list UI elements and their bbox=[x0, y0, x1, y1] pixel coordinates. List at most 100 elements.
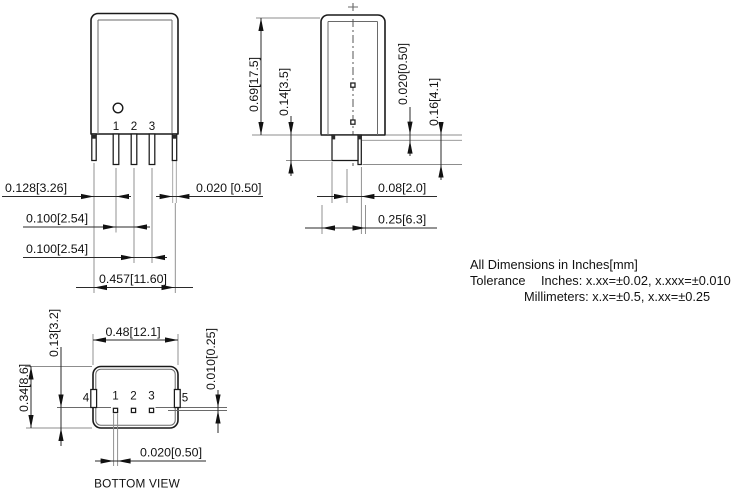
side-tab bbox=[331, 134, 359, 162]
bottom-view-title: BOTTOM VIEW bbox=[94, 477, 181, 491]
arrowhead bbox=[103, 224, 116, 230]
dim-label: 0.34[8.6] bbox=[17, 364, 31, 412]
dim-label: 0.010[0.25] bbox=[204, 328, 218, 390]
dim-side-standoff: 0.020[0.50] bbox=[396, 43, 413, 156]
arrowhead bbox=[58, 394, 64, 408]
side-standoff-notch-left bbox=[332, 135, 336, 140]
side-standoff-notch-right bbox=[357, 135, 362, 140]
dim-front-overall-width: 0.457[11.60] bbox=[76, 272, 193, 291]
dim-front-tab-width: 0.020 [0.50] bbox=[156, 181, 263, 200]
bottom-pin-2-pad bbox=[130, 407, 137, 414]
arrowhead bbox=[215, 394, 221, 408]
dim-label: 0.020[0.50] bbox=[396, 43, 410, 105]
notes-tolerance-label: Tolerance bbox=[470, 273, 526, 288]
dim-label: 0.08[2.0] bbox=[378, 181, 426, 195]
dim-label: 0.69[17.5] bbox=[247, 57, 261, 112]
arrowhead bbox=[288, 160, 294, 174]
front-view-dimensions: 0.128[3.26] 0.020 [0.50] 0.100[2.54] 0.1… bbox=[2, 163, 263, 293]
dim-side-height: 0.69[17.5] bbox=[247, 18, 264, 135]
pin1-indicator-circle bbox=[112, 102, 124, 114]
dim-label: 0.100[2.54] bbox=[26, 212, 88, 226]
front-left-tab bbox=[91, 133, 97, 162]
arrowhead bbox=[334, 193, 347, 200]
bottom-pin-label-5: 5 bbox=[182, 392, 188, 405]
dim-label: 0.16[4.1] bbox=[427, 78, 441, 126]
front-left-tab-standoff-notch bbox=[91, 134, 97, 139]
arrowhead bbox=[322, 225, 335, 231]
side-body-outline bbox=[320, 14, 386, 136]
bottom-pin-3-pad bbox=[148, 407, 155, 414]
arrowhead bbox=[215, 410, 221, 424]
bottom-view-dimensions: 0.48[12.1] 0.13[3.2] 0.34[8.6] 0.010[0.2… bbox=[17, 309, 221, 466]
arrowhead bbox=[81, 193, 94, 200]
side-view-dimensions: 0.69[17.5] 0.14[3.5] 0.020[0.50] 0.16[4.… bbox=[247, 17, 462, 234]
arrowhead bbox=[407, 121, 413, 135]
dim-bottom-width: 0.48[12.1] bbox=[93, 325, 178, 343]
dim-label: 0.13[3.2] bbox=[47, 309, 61, 357]
notes-block: All Dimensions in Inches[mm] Tolerance I… bbox=[470, 257, 731, 304]
side-view bbox=[320, 3, 386, 166]
arrowhead bbox=[58, 428, 64, 441]
arrowhead bbox=[288, 122, 294, 135]
arrowhead bbox=[438, 122, 444, 135]
arrowhead bbox=[361, 193, 375, 200]
dim-side-pin-depth: 0.08[2.0] bbox=[317, 181, 437, 200]
dim-bottom-row-to-edge: 0.13[3.2] bbox=[47, 309, 64, 446]
dim-label: 0.128[3.26] bbox=[5, 181, 67, 195]
front-view: 1 2 3 bbox=[90, 12, 179, 203]
dim-label: 0.100[2.54] bbox=[26, 242, 88, 256]
dim-label: 0.25[6.3] bbox=[378, 213, 426, 227]
arrowhead bbox=[28, 366, 34, 380]
dim-label: 0.48[12.1] bbox=[105, 325, 160, 339]
arrowhead bbox=[117, 458, 131, 464]
front-pin-label-1: 1 bbox=[113, 120, 119, 133]
bottom-pin-label-2: 2 bbox=[130, 390, 136, 403]
front-pin-1 bbox=[112, 133, 120, 166]
arrowhead bbox=[258, 18, 264, 31]
notes-line-1: All Dimensions in Inches[mm] bbox=[470, 257, 638, 272]
notes-tolerance-mm: Millimeters: x.x=±0.5, x.xx=±0.25 bbox=[524, 289, 710, 304]
side-marker-square-lower bbox=[350, 119, 356, 125]
bottom-tab-4 bbox=[90, 388, 98, 409]
dim-label: 0.020[0.50] bbox=[140, 446, 202, 460]
dim-side-tab-length: 0.14[3.5] bbox=[277, 68, 294, 176]
front-pin-label-2: 2 bbox=[131, 120, 137, 133]
front-pin-2 bbox=[130, 133, 138, 166]
arrowhead bbox=[176, 193, 190, 200]
dim-front-pitch-a: 0.100[2.54] bbox=[23, 212, 150, 230]
arrowhead bbox=[94, 284, 107, 291]
front-right-tab bbox=[171, 133, 178, 162]
dim-bottom-depth: 0.34[8.6] bbox=[17, 364, 34, 428]
front-body-outline bbox=[90, 12, 179, 135]
bottom-pin-label-1: 1 bbox=[112, 390, 118, 403]
arrowhead bbox=[100, 458, 114, 464]
bottom-view: 4 1 2 3 5 BOTTOM VIEW bbox=[57, 365, 227, 491]
arrowhead bbox=[165, 337, 178, 343]
arrowhead bbox=[352, 225, 366, 231]
arrowhead bbox=[159, 193, 173, 200]
arrowhead bbox=[116, 193, 129, 200]
dim-label: 0.457[11.60] bbox=[99, 272, 167, 286]
bottom-pin-label-3: 3 bbox=[148, 390, 154, 403]
arrowhead bbox=[121, 254, 134, 261]
arrowhead bbox=[28, 415, 34, 428]
arrowhead bbox=[93, 337, 106, 343]
side-marker-square-upper bbox=[350, 82, 356, 88]
dim-side-pin-length: 0.16[4.1] bbox=[427, 78, 444, 180]
dim-bottom-offset: 0.010[0.25] bbox=[204, 328, 221, 433]
bottom-pin-1-pad bbox=[112, 407, 119, 414]
arrowhead bbox=[258, 122, 264, 135]
bottom-pin-label-4: 4 bbox=[83, 392, 90, 405]
dim-front-pin1-offset: 0.128[3.26] bbox=[2, 181, 131, 200]
front-pin-3 bbox=[148, 133, 156, 166]
arrowhead bbox=[152, 254, 165, 261]
dim-label: 0.020 [0.50] bbox=[196, 181, 261, 195]
front-pin-label-3: 3 bbox=[149, 120, 155, 133]
dim-label: 0.14[3.5] bbox=[277, 68, 291, 116]
dim-bottom-pin-width: 0.020[0.50] bbox=[95, 446, 206, 464]
bottom-tab-5 bbox=[173, 388, 181, 409]
arrowhead bbox=[407, 140, 413, 154]
arrowhead bbox=[438, 164, 444, 178]
